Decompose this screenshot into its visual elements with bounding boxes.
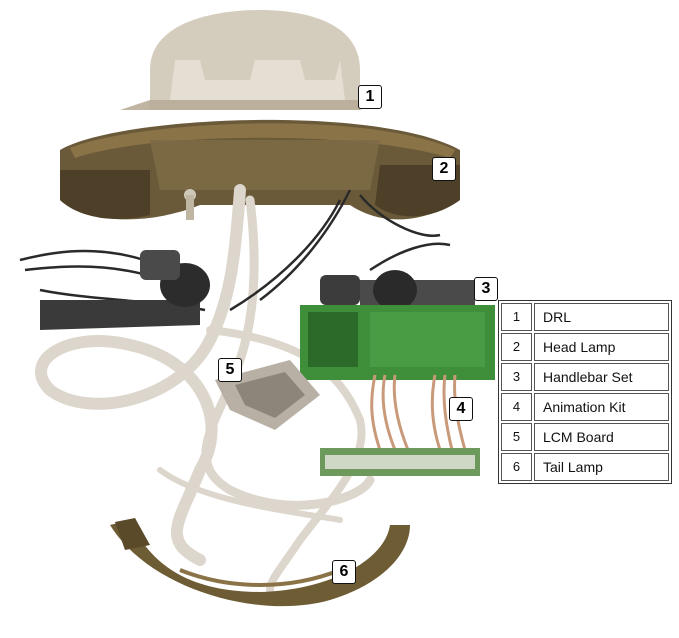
legend-row: 3 Handlebar Set <box>501 363 669 391</box>
callout-6: 6 <box>332 560 356 584</box>
legend-label: DRL <box>534 303 669 331</box>
legend-row: 2 Head Lamp <box>501 333 669 361</box>
legend-row: 5 LCM Board <box>501 423 669 451</box>
animation-kit-pcb <box>300 305 495 380</box>
legend-number: 4 <box>501 393 532 421</box>
legend-number: 5 <box>501 423 532 451</box>
legend-table: 1 DRL 2 Head Lamp 3 Handlebar Set 4 Anim… <box>498 300 672 484</box>
legend-label: Handlebar Set <box>534 363 669 391</box>
legend-label: LCM Board <box>534 423 669 451</box>
drl-housing <box>120 10 380 110</box>
legend-number: 2 <box>501 333 532 361</box>
ribbon-cables <box>370 374 467 451</box>
callout-2: 2 <box>432 157 456 181</box>
right-handlebar <box>308 270 475 332</box>
legend-label: Tail Lamp <box>534 453 669 481</box>
callout-3: 3 <box>474 277 498 301</box>
callout-1: 1 <box>358 85 382 109</box>
legend-row: 4 Animation Kit <box>501 393 669 421</box>
legend-row: 1 DRL <box>501 303 669 331</box>
callout-4: 4 <box>449 397 473 421</box>
led-strip-pcb <box>320 448 480 476</box>
tail-lamp <box>110 518 410 607</box>
legend-number: 3 <box>501 363 532 391</box>
legend-number: 6 <box>501 453 532 481</box>
left-handlebar <box>40 250 210 330</box>
legend-row: 6 Tail Lamp <box>501 453 669 481</box>
callout-5: 5 <box>218 358 242 382</box>
head-lamp <box>60 119 460 220</box>
legend-label: Head Lamp <box>534 333 669 361</box>
legend-label: Animation Kit <box>534 393 669 421</box>
legend-number: 1 <box>501 303 532 331</box>
